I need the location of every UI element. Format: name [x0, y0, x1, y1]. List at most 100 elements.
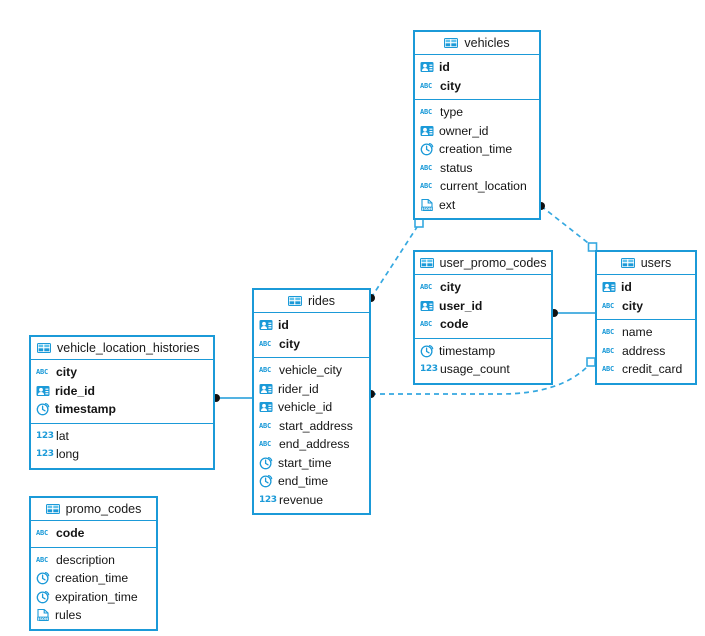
- table-header-promo_codes[interactable]: promo_codes: [31, 498, 156, 521]
- abc-text-type-icon: ABC: [259, 366, 272, 375]
- abc-text-type-icon: ABC: [36, 368, 49, 377]
- key-field-users-id[interactable]: id: [597, 278, 695, 297]
- svg-text:JSON: JSON: [421, 207, 432, 211]
- abc-text-type-icon: ABC: [602, 328, 615, 337]
- table-header-vehicle_location_histories[interactable]: vehicle_location_histories: [31, 337, 213, 360]
- json-document-icon: JSON: [36, 608, 50, 622]
- table-grid-icon: [444, 36, 459, 50]
- field-vehicles-creation_time[interactable]: creation_time: [415, 140, 539, 159]
- field-label: id: [621, 280, 632, 295]
- field-rides-end_time[interactable]: end_time: [254, 472, 369, 491]
- table-grid-icon: [287, 294, 302, 308]
- table-header-user_promo_codes[interactable]: user_promo_codes: [415, 252, 551, 275]
- field-label: rules: [55, 608, 82, 623]
- abc-text-type-icon: ABC: [602, 301, 615, 310]
- field-rides-vehicle_city[interactable]: ABC vehicle_city: [254, 361, 369, 380]
- 123-number-type-icon: 123: [259, 494, 277, 505]
- field-label: creation_time: [439, 142, 513, 157]
- field-promo_codes-expiration_time[interactable]: expiration_time: [31, 588, 156, 607]
- field-label: city: [440, 78, 462, 93]
- key-field-vehicle_location_histories-ride_id[interactable]: ride_id: [31, 382, 213, 401]
- table-header-rides[interactable]: rides: [254, 290, 369, 313]
- key-field-promo_codes-code[interactable]: ABC code: [31, 524, 156, 543]
- key-field-vehicle_location_histories-timestamp[interactable]: timestamp: [31, 400, 213, 419]
- key-field-vehicles-city[interactable]: ABC city: [415, 77, 539, 96]
- key-field-user_promo_codes-user_id[interactable]: user_id: [415, 297, 551, 316]
- relationship-vehicles-users[interactable]: [537, 202, 598, 252]
- field-promo_codes-creation_time[interactable]: creation_time: [31, 569, 156, 588]
- field-label: status: [440, 160, 473, 175]
- field-promo_codes-rules[interactable]: JSON rules: [31, 606, 156, 625]
- table-title: user_promo_codes: [439, 256, 547, 270]
- field-label: city: [279, 336, 301, 351]
- abc-text-type-icon: ABC: [36, 555, 49, 564]
- clock-icon: [259, 474, 273, 488]
- field-label: timestamp: [55, 402, 116, 417]
- field-user_promo_codes-timestamp[interactable]: timestamp: [415, 342, 551, 361]
- field-vehicles-status[interactable]: ABC status: [415, 159, 539, 178]
- table-header-vehicles[interactable]: vehicles: [415, 32, 539, 55]
- table-grid-icon: [620, 256, 635, 270]
- abc-text-type-icon: ABC: [259, 421, 272, 430]
- abc-text-type-icon: ABC: [420, 81, 433, 90]
- edge-endpoint-open-square: [414, 218, 424, 228]
- field-label: id: [439, 60, 450, 75]
- id-badge-icon: [259, 382, 273, 396]
- 123-number-type-icon: 123: [36, 449, 54, 460]
- relationship-vlh-rides[interactable]: [212, 394, 252, 402]
- field-label: vehicle_city: [279, 363, 342, 378]
- field-rides-rider_id[interactable]: rider_id: [254, 380, 369, 399]
- field-label: creation_time: [55, 571, 129, 586]
- id-badge-icon: [259, 400, 273, 414]
- field-label: ext: [439, 197, 456, 212]
- key-field-vehicles-id[interactable]: id: [415, 58, 539, 77]
- abc-text-type-icon: ABC: [36, 529, 49, 538]
- table-title: users: [640, 256, 672, 270]
- field-label: start_time: [278, 455, 332, 470]
- field-label: current_location: [440, 179, 527, 194]
- field-label: owner_id: [439, 123, 489, 138]
- field-vehicles-owner_id[interactable]: owner_id: [415, 122, 539, 141]
- field-label: city: [440, 280, 462, 295]
- table-title: vehicle_location_histories: [57, 341, 200, 355]
- relationship-users-user-promo-codes[interactable]: [550, 309, 595, 317]
- field-label: code: [56, 526, 85, 541]
- abc-text-type-icon: ABC: [420, 163, 433, 172]
- field-rides-vehicle_id[interactable]: vehicle_id: [254, 398, 369, 417]
- field-vehicles-ext[interactable]: JSON ext: [415, 196, 539, 215]
- id-badge-icon: [259, 318, 273, 332]
- field-rides-start_time[interactable]: start_time: [254, 454, 369, 473]
- clock-icon: [259, 456, 273, 470]
- table-header-users[interactable]: users: [597, 252, 695, 275]
- key-field-rides-id[interactable]: id: [254, 316, 369, 335]
